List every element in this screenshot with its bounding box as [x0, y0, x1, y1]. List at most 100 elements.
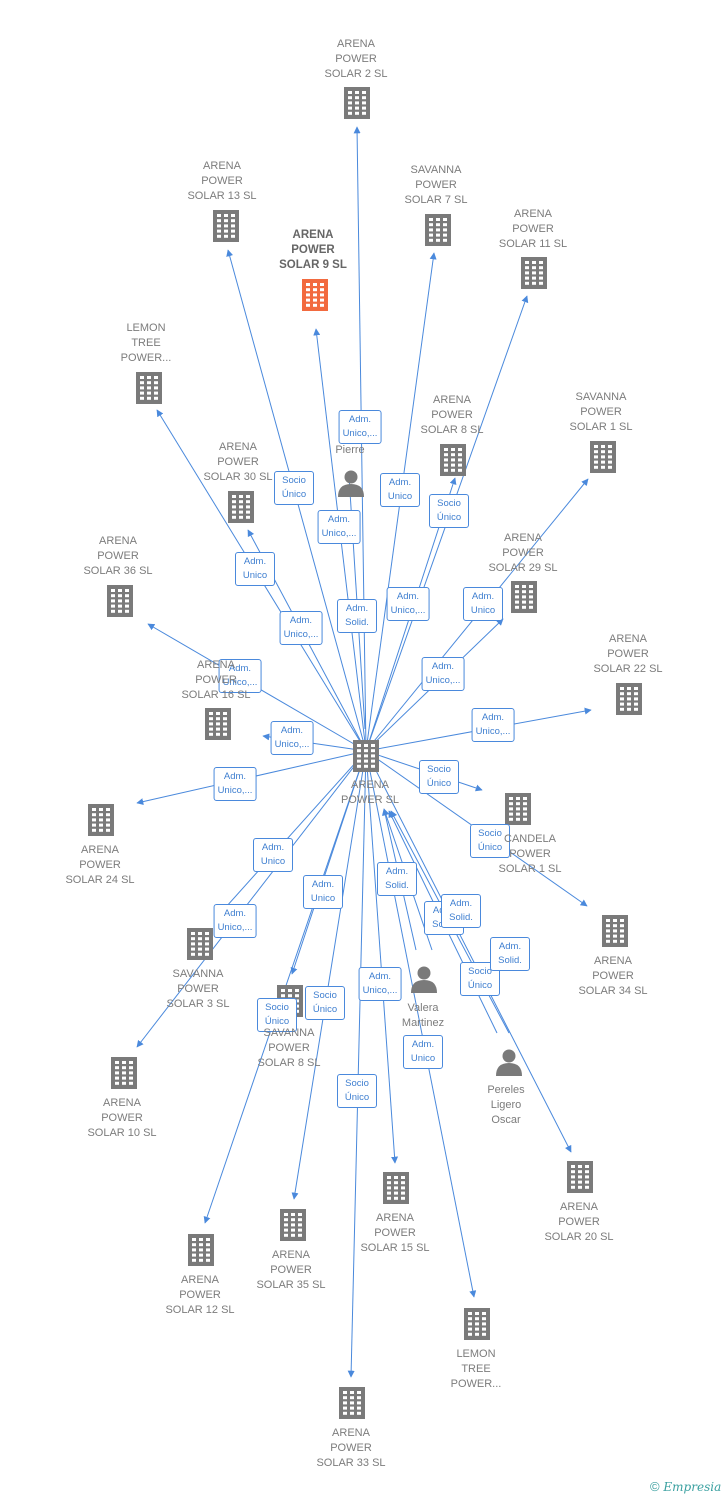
building-icon[interactable]: [213, 210, 239, 242]
edge-label-p3[interactable]: Adm.Solid.: [441, 894, 481, 928]
building-icon[interactable]: [88, 804, 114, 836]
building-icon[interactable]: [228, 491, 254, 523]
edge-label-c30[interactable]: Adm.Unico,...: [279, 611, 323, 645]
building-icon[interactable]: [616, 683, 642, 715]
label-line: SOLAR 1 SL: [498, 863, 562, 875]
edge-label-p1[interactable]: Adm.Solid.: [337, 599, 377, 633]
building-icon[interactable]: [511, 581, 537, 613]
edge-label-c36[interactable]: Adm.Unico,...: [218, 659, 262, 693]
building-icon[interactable]: [602, 915, 628, 947]
building-icon[interactable]: [188, 1234, 214, 1266]
building-icon[interactable]: [344, 87, 370, 119]
building-icon[interactable]: [107, 585, 133, 617]
building-icon[interactable]: [425, 214, 451, 246]
edge-label-p3b[interactable]: Adm.Solid.: [490, 937, 530, 971]
building-icon[interactable]: [383, 1172, 409, 1204]
building-icon[interactable]: [302, 279, 328, 311]
label-line: POWER...: [120, 352, 172, 364]
person-icon[interactable]: [411, 966, 437, 994]
label-line: POWER...: [450, 1378, 502, 1390]
building-icon[interactable]: [111, 1057, 137, 1089]
label-line: TREE: [461, 1363, 491, 1375]
edge-label-text: Adm.: [261, 842, 285, 853]
center-building-icon[interactable]: [353, 740, 379, 772]
edge-label-s1[interactable]: Adm.Unico,...: [421, 657, 465, 691]
building-icon[interactable]: [205, 708, 231, 740]
building-icon[interactable]: [590, 441, 616, 473]
edge-label-p2[interactable]: Adm.Solid.: [377, 862, 417, 896]
company-label-cd1[interactable]: CANDELA POWER SOLAR 1 SL: [482, 832, 578, 877]
building-icon[interactable]: [464, 1308, 490, 1340]
edge-label-s7[interactable]: Adm.Unico: [380, 473, 420, 507]
person-icon[interactable]: [496, 1049, 522, 1077]
label-line: POWER: [509, 848, 551, 860]
edge-label-c9[interactable]: Adm.Unico,...: [317, 510, 361, 544]
edge-label-text: Socio: [478, 828, 502, 839]
label-line: SOLAR 36 SL: [83, 565, 153, 577]
label-line: POWER: [201, 175, 243, 187]
edge-label-c15[interactable]: Adm.Unico,...: [358, 967, 402, 1001]
edge-label-lt1[interactable]: Adm.Unico: [235, 552, 275, 586]
edge-label-c16[interactable]: Adm.Unico,...: [270, 721, 314, 755]
label-line: POWER: [97, 550, 139, 562]
building-icon[interactable]: [440, 444, 466, 476]
building-icon[interactable]: [521, 257, 547, 289]
edge-label-lt2[interactable]: Adm.Unico: [403, 1035, 443, 1069]
label-line: Ligero: [490, 1099, 522, 1111]
person-label-p1[interactable]: Pierre: [302, 443, 398, 458]
building-icon[interactable]: [136, 372, 162, 404]
edge-label-text: Adm.: [311, 879, 335, 890]
building-icon[interactable]: [280, 1209, 306, 1241]
building-icon[interactable]: [339, 1387, 365, 1419]
edge-label-c29[interactable]: Adm.Unico: [463, 587, 503, 621]
edge-label-c2[interactable]: Adm.Unico,...: [338, 410, 382, 444]
label-line: CANDELA: [504, 833, 556, 845]
building-icon[interactable]: [567, 1161, 593, 1193]
edge-label-s8[interactable]: Adm.Unico: [303, 875, 343, 909]
edge-label-s3[interactable]: Adm.Unico,...: [213, 904, 257, 938]
building-icon[interactable]: [187, 928, 213, 960]
edge-label-c24[interactable]: Adm.Unico,...: [213, 767, 257, 801]
edge-label-c22[interactable]: Adm.Unico,...: [471, 708, 515, 742]
brand-name[interactable]: Empresia: [663, 1480, 722, 1494]
building-icon[interactable]: [505, 793, 531, 825]
edge-label-c8[interactable]: Adm.Unico,...: [386, 587, 430, 621]
edge-label-c10[interactable]: Adm.Unico: [253, 838, 293, 872]
person-icon[interactable]: [338, 470, 364, 498]
